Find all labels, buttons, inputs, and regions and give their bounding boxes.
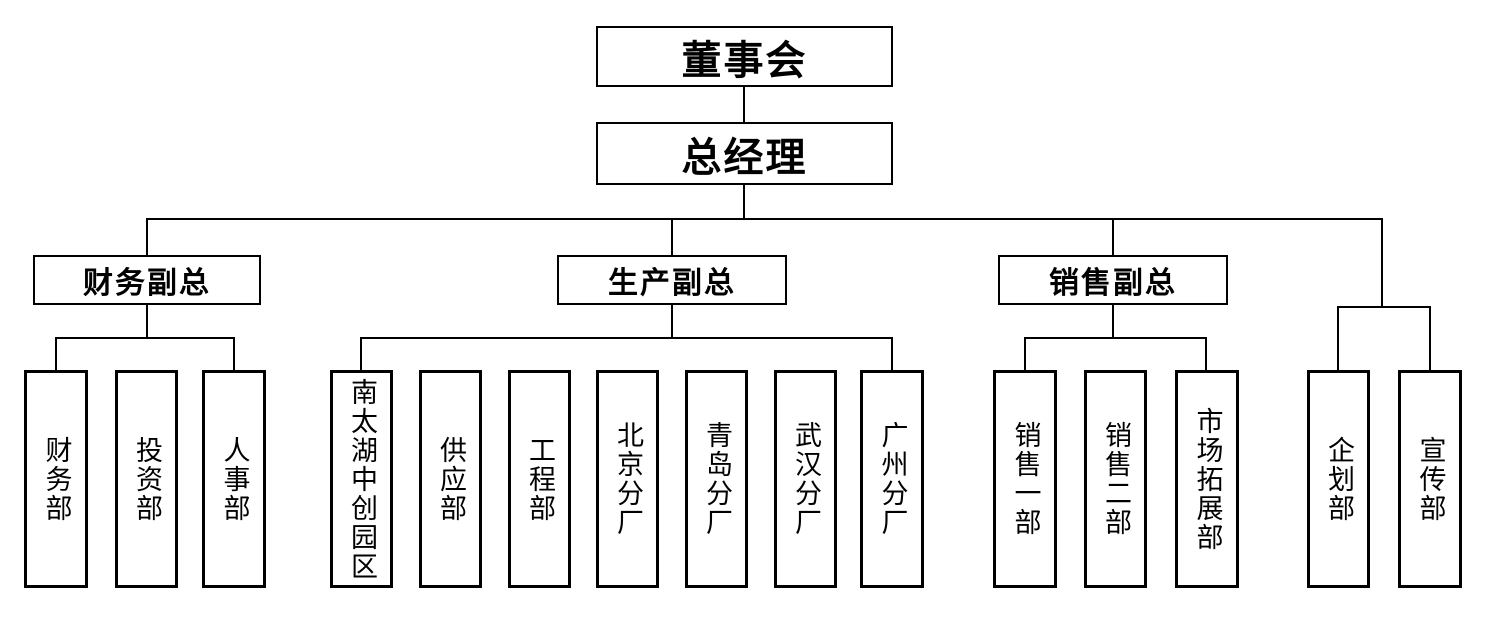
box-dept-engineering-label: 工程部 [524, 435, 555, 523]
box-vp-production: 生产副总 [557, 255, 787, 305]
box-dept-engineering: 工程部 [508, 370, 571, 588]
connector-sales-stem [1112, 303, 1114, 339]
box-dept-hr: 人事部 [202, 370, 266, 588]
box-dept-nantaihu-park: 南太湖中创园区 [330, 370, 393, 588]
connector-drop-production-vp [671, 218, 673, 256]
box-dept-publicity: 宣传部 [1398, 370, 1462, 588]
box-board: 董事会 [596, 26, 893, 87]
box-vp-production-label: 生产副总 [608, 266, 736, 301]
connector-production-stem [671, 303, 673, 339]
box-dept-sales-1-label: 销售一部 [1009, 421, 1041, 537]
box-branch-guangzhou-label: 广州分厂 [876, 421, 908, 537]
connector-drop-sales-vp [1112, 218, 1114, 256]
box-dept-finance: 财务部 [24, 370, 88, 588]
connector-drop-nantaihu-park [360, 337, 362, 371]
box-dept-planning: 企划部 [1307, 370, 1370, 588]
box-vp-sales: 销售副总 [998, 255, 1228, 305]
box-branch-qingdao: 青岛分厂 [685, 370, 748, 588]
connector-drop-sales-dept-1 [1024, 337, 1026, 371]
box-dept-nantaihu-park-label: 南太湖中创园区 [346, 377, 377, 581]
box-branch-qingdao-label: 青岛分厂 [701, 421, 732, 537]
box-dept-planning-label: 企划部 [1323, 435, 1354, 523]
connector-finance-stem [146, 303, 148, 339]
connector-finance-bracket [55, 337, 235, 339]
connector-drop-planning-dept [1337, 306, 1339, 371]
connector-gm-trunk [743, 185, 745, 220]
connector-board-to-gm [743, 87, 745, 123]
connector-staff-bracket [1338, 306, 1431, 308]
box-dept-sales-1: 销售一部 [993, 370, 1057, 588]
box-dept-hr-label: 人事部 [218, 435, 250, 523]
box-general-manager: 总经理 [596, 122, 893, 185]
box-vp-sales-label: 销售副总 [1049, 266, 1177, 301]
box-board-label: 董事会 [681, 37, 808, 84]
connector-main-horizontal [146, 218, 1383, 220]
box-branch-guangzhou: 广州分厂 [860, 370, 924, 588]
box-dept-market-expansion-label: 市场拓展部 [1191, 406, 1223, 552]
box-branch-wuhan: 武汉分厂 [774, 370, 837, 588]
box-branch-beijing-label: 北京分厂 [612, 421, 643, 537]
box-branch-wuhan-label: 武汉分厂 [790, 421, 821, 537]
box-dept-market-expansion: 市场拓展部 [1175, 370, 1239, 588]
connector-drop-guangzhou-branch [891, 337, 893, 371]
connector-sales-bracket [1024, 337, 1207, 339]
box-general-manager-label: 总经理 [681, 134, 808, 181]
box-dept-sales-2-label: 销售二部 [1100, 421, 1131, 537]
connector-drop-publicity-dept [1429, 306, 1431, 371]
box-dept-publicity-label: 宣传部 [1414, 435, 1446, 523]
box-vp-finance: 财务副总 [33, 255, 261, 305]
box-branch-beijing: 北京分厂 [596, 370, 659, 588]
box-dept-sales-2: 销售二部 [1084, 370, 1147, 588]
box-vp-finance-label: 财务副总 [83, 266, 211, 301]
connector-drop-hr-dept [233, 337, 235, 371]
connector-drop-finance-vp [146, 218, 148, 256]
box-dept-supply: 供应部 [419, 370, 482, 588]
connector-staff-trunk [1381, 218, 1383, 308]
connector-production-bracket [360, 337, 893, 339]
box-dept-supply-label: 供应部 [435, 435, 466, 523]
box-dept-investment-label: 投资部 [131, 435, 162, 523]
box-dept-finance-label: 财务部 [40, 435, 72, 523]
connector-drop-finance-dept [55, 337, 57, 371]
connector-drop-market-expansion-dept [1205, 337, 1207, 371]
box-dept-investment: 投资部 [115, 370, 178, 588]
